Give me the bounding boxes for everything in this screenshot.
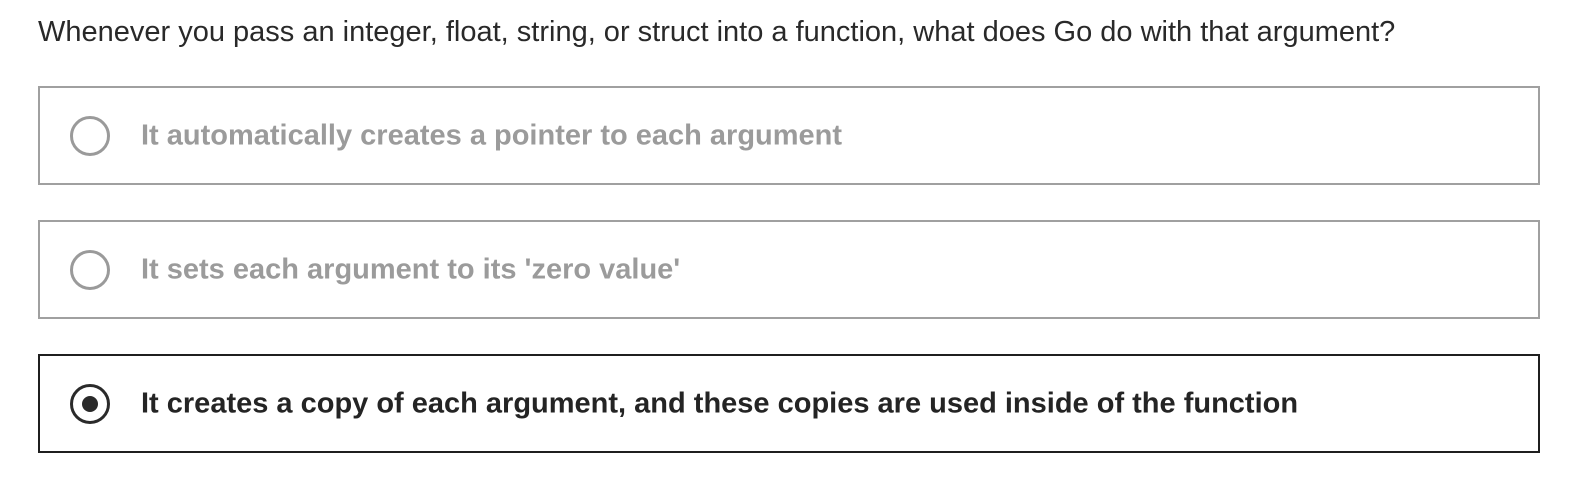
answer-option-pointer[interactable]: It automatically creates a pointer to ea… [38, 86, 1540, 185]
answer-option-label: It creates a copy of each argument, and … [141, 387, 1299, 419]
radio-button-unchecked-icon[interactable] [70, 115, 110, 156]
question-text: Whenever you pass an integer, float, str… [38, 16, 1396, 48]
radio-button-unchecked-icon[interactable] [70, 249, 110, 290]
answer-option-label: It sets each argument to its 'zero value… [141, 253, 681, 285]
answer-option-copy[interactable]: It creates a copy of each argument, and … [38, 354, 1540, 453]
radio-dot-icon [82, 395, 98, 412]
radio-button-checked-icon[interactable] [70, 383, 110, 424]
answer-option-label: It automatically creates a pointer to ea… [141, 119, 843, 151]
answer-option-zero-value[interactable]: It sets each argument to its 'zero value… [38, 220, 1540, 319]
